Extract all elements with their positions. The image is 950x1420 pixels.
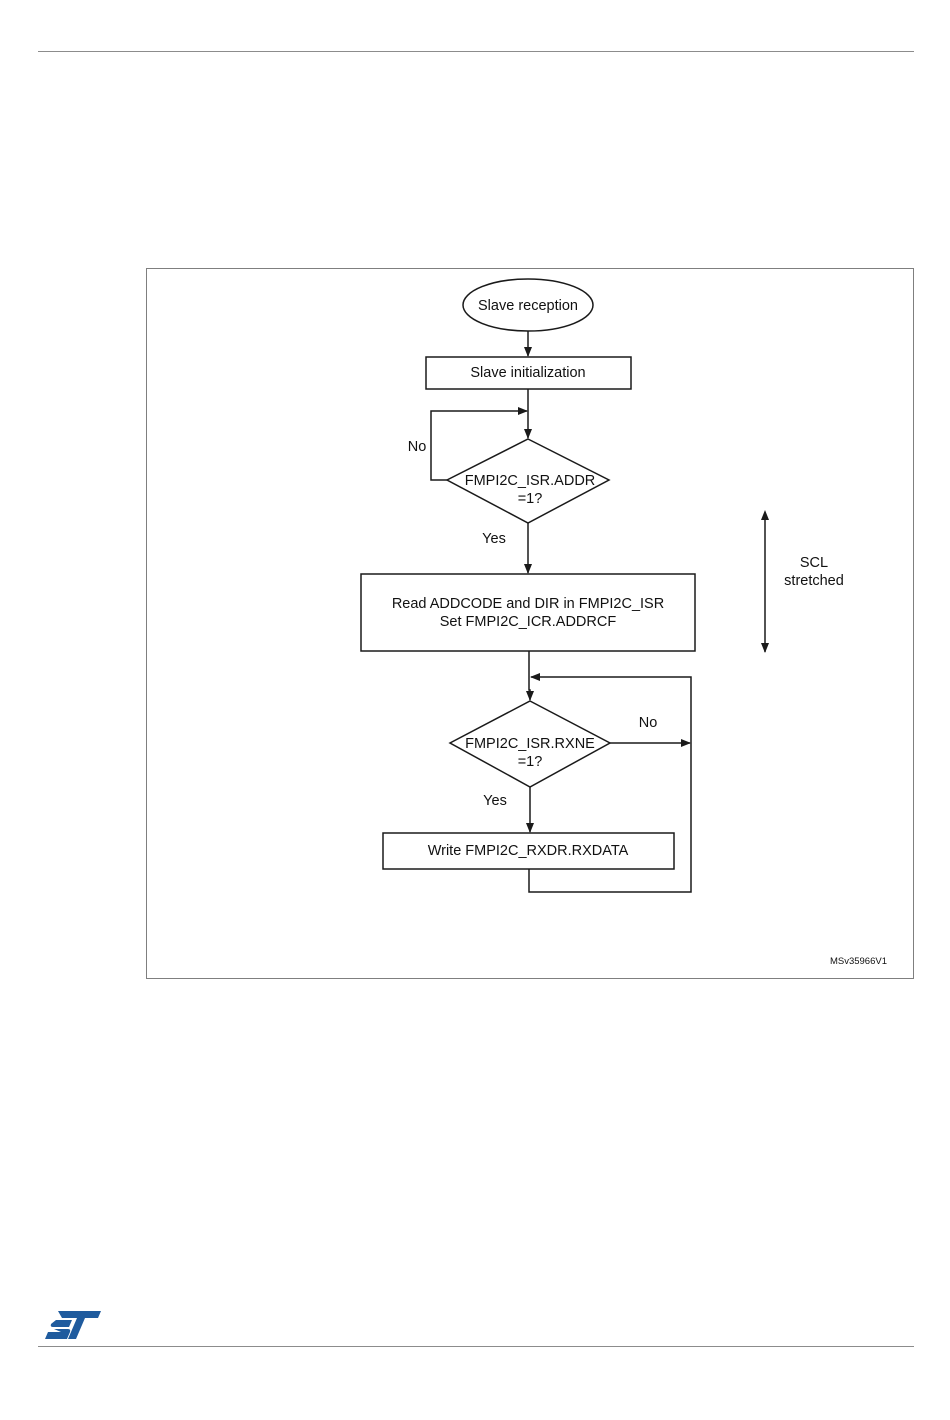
flowchart: Slave reception Slave initialization FMP… <box>0 0 950 1000</box>
scl-note-line1: SCL <box>800 555 828 571</box>
figure-ref: MSv35966V1 <box>830 956 887 967</box>
rxne-decision-line1: FMPI2C_ISR.RXNE <box>465 736 595 752</box>
addr-no-label: No <box>408 439 427 455</box>
arrow-read-to-rxne <box>529 651 530 700</box>
rxne-decision-line2: =1? <box>518 754 543 770</box>
read-box <box>361 574 695 651</box>
read-box-line2: Set FMPI2C_ICR.ADDRCF <box>440 614 617 630</box>
init-label: Slave initialization <box>470 365 585 381</box>
read-box-line1: Read ADDCODE and DIR in FMPI2C_ISR <box>392 596 664 612</box>
scl-note-line2: stretched <box>784 573 844 589</box>
footer-rule <box>38 1346 914 1347</box>
addr-yes-label: Yes <box>482 531 506 547</box>
st-logo <box>44 1310 104 1340</box>
addr-decision-line2: =1? <box>518 491 543 507</box>
addr-decision-line1: FMPI2C_ISR.ADDR <box>465 473 596 489</box>
write-box-label: Write FMPI2C_RXDR.RXDATA <box>428 843 629 859</box>
start-label: Slave reception <box>478 298 578 314</box>
rxne-no-label: No <box>639 715 658 731</box>
rxne-yes-label: Yes <box>483 793 507 809</box>
